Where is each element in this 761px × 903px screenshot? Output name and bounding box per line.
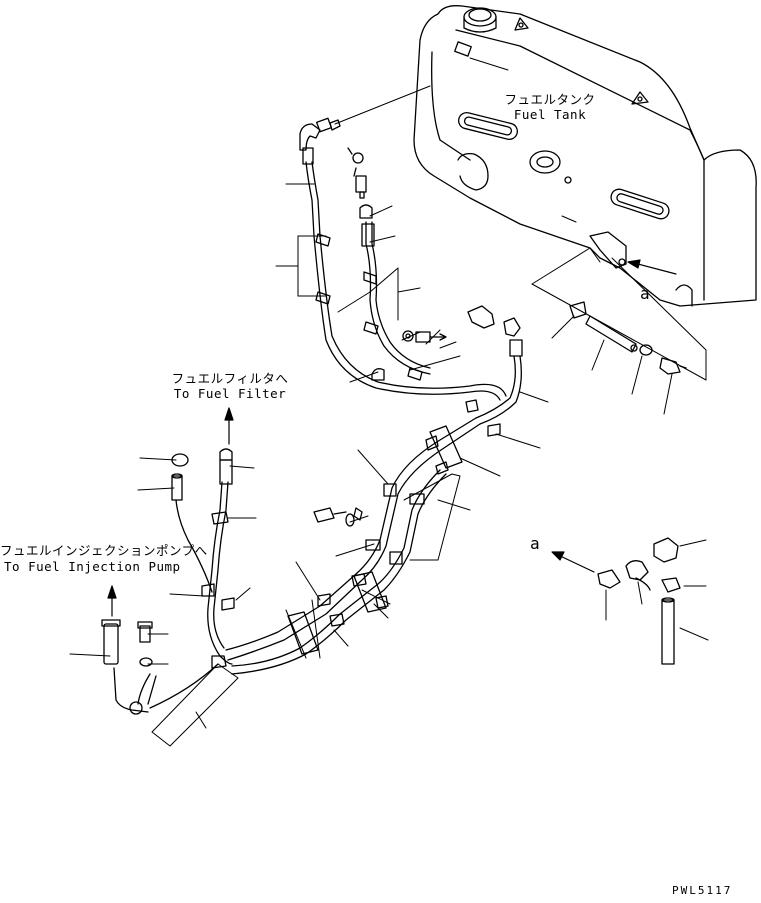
fuel-hoses bbox=[113, 161, 522, 713]
fuel-tank-label-en: Fuel Tank bbox=[513, 107, 587, 122]
to-fuel-filter-label-en: To Fuel Filter bbox=[173, 386, 287, 401]
fittings-and-clamps bbox=[101, 117, 687, 715]
detail-reference-a-parts: a bbox=[530, 534, 541, 553]
fuel-tank-label-jp: フュエルタンク bbox=[504, 92, 596, 107]
fuel-tank bbox=[413, 5, 757, 307]
to-injection-pump-label-jp: フュエルインジェクションポンプへ bbox=[0, 543, 208, 558]
to-injection-pump-label-en: To Fuel Injection Pump bbox=[4, 559, 181, 574]
detail-reference-a-tank: a bbox=[640, 284, 651, 303]
drawing-code: PWL5117 bbox=[672, 884, 733, 897]
direction-arrows bbox=[107, 259, 677, 617]
to-fuel-filter-label-jp: フュエルフィルタへ bbox=[171, 371, 289, 386]
leader-lines bbox=[69, 57, 709, 747]
